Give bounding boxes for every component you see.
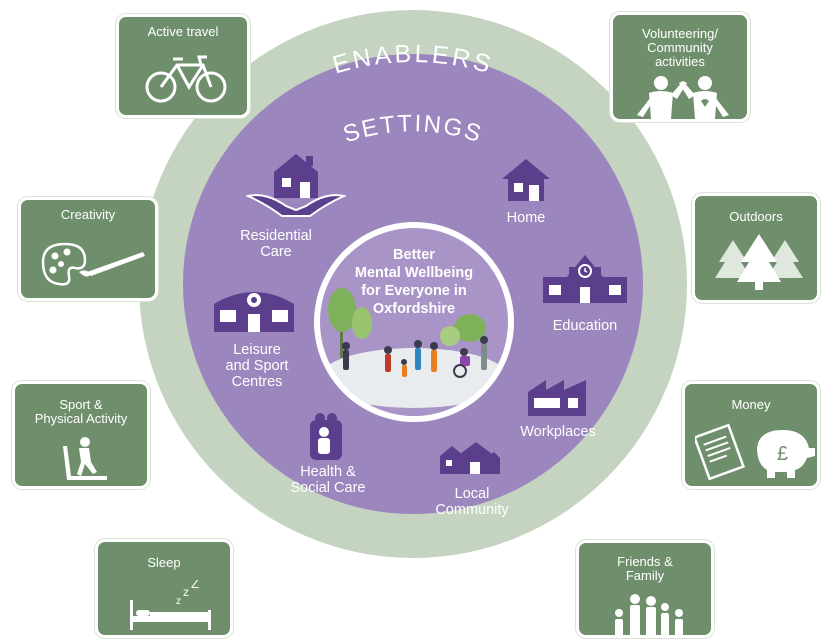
enabler-money: Money £: [682, 381, 820, 489]
enabler-outdoors: Outdoors: [692, 193, 820, 303]
svg-text:£: £: [777, 443, 788, 465]
enabler-outdoors-label: Outdoors: [729, 209, 783, 224]
house-in-hands-icon: [246, 154, 346, 217]
piggy-bank-icon: £: [695, 423, 815, 480]
enabler-money-label: Money: [731, 397, 771, 412]
setting-health-label: Health & Social Care: [290, 464, 366, 496]
treadmill-icon: [63, 437, 107, 480]
school-icon: [543, 255, 627, 303]
family-icon: [615, 594, 683, 637]
enabler-sport: Sport & Physical Activity: [12, 381, 150, 489]
people-walking-illustration: [320, 288, 508, 408]
enabler-sleep: Sleep z z Z: [95, 539, 233, 638]
trees-icon: [715, 234, 803, 290]
people-helping-icon: [637, 76, 729, 119]
enabler-sleep-label: Sleep: [147, 555, 181, 570]
setting-residential-care-label: Residential Care: [240, 228, 312, 260]
setting-leisure-label: Leisure and Sport Centres: [225, 342, 289, 390]
factory-icon: [528, 380, 586, 416]
svg-text:Z: Z: [191, 580, 199, 591]
enabler-friends: Friends & Family: [576, 540, 714, 638]
health-care-icon: [310, 413, 342, 460]
enabler-volunteering-label: Volunteering/ Community activities: [642, 26, 718, 69]
leisure-centre-icon: [214, 292, 294, 332]
setting-education-label: Education: [552, 318, 618, 334]
enabler-creativity-label: Creativity: [60, 207, 116, 222]
paint-palette-icon: [41, 242, 145, 286]
setting-local-community-label: Local Community: [435, 486, 509, 518]
houses-icon: [440, 442, 500, 474]
enabler-active-travel: Active travel: [116, 14, 250, 118]
enabler-volunteering: Volunteering/ Community activities: [610, 12, 750, 122]
center-title: Better Mental Wellbeing for Everyone in …: [354, 247, 474, 317]
bed-icon: z z Z: [130, 580, 211, 630]
enabler-sport-label: Sport & Physical Activity: [34, 397, 128, 426]
setting-home-label: Home: [506, 210, 546, 226]
enabler-active-travel-label: Active travel: [147, 24, 219, 39]
enabler-friends-label: Friends & Family: [617, 554, 673, 583]
svg-text:z: z: [176, 596, 181, 607]
house-icon: [502, 159, 550, 201]
svg-text:z: z: [183, 585, 189, 599]
setting-workplaces-label: Workplaces: [520, 424, 596, 440]
bicycle-icon: [145, 55, 227, 103]
enabler-creativity: Creativity: [18, 197, 158, 301]
